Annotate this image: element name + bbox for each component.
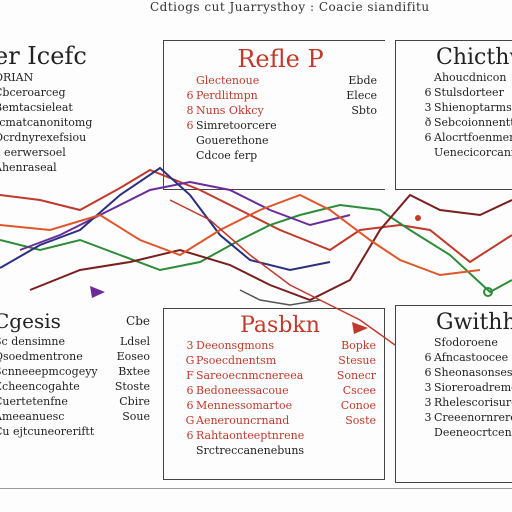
decor-line-gray bbox=[239, 289, 321, 306]
list-item: rcmatcanonitomg bbox=[0, 116, 93, 129]
list-item: Cbceroarceg bbox=[0, 86, 66, 99]
panel-title: Refle P bbox=[237, 45, 324, 73]
list-item: Gouerethone bbox=[196, 134, 269, 147]
panel-title: Pasbkn bbox=[240, 313, 320, 338]
list-item: Sfodoroene bbox=[434, 336, 498, 349]
panel-header: Cgesis Cbe bbox=[0, 308, 150, 334]
list-item: Uenecicorcanmo bbox=[434, 146, 512, 159]
list-item: Bemtacsieleat bbox=[0, 101, 73, 114]
list-item: Srctreccanenebuns bbox=[196, 444, 305, 457]
panel-header-side: Cbe bbox=[126, 314, 150, 328]
list-item: Deeneocrtcenes bbox=[434, 426, 512, 439]
list-item: Cdcoe ferp bbox=[196, 149, 258, 162]
marker-dot-green bbox=[483, 287, 493, 297]
panel-title: Gwithhu bbox=[436, 310, 512, 335]
list-item: Ahoucdnicon bbox=[434, 71, 507, 84]
top-caption: Cdtiogs cut Juarrysthoy : Coacie siandif… bbox=[150, 0, 430, 14]
decor-line-purple bbox=[19, 180, 351, 251]
list-item: Ocrdnyrexefsiou bbox=[0, 131, 87, 144]
decor-line-maroon bbox=[29, 193, 512, 302]
list-item: 6Alocrtfoenmenis bbox=[424, 131, 512, 144]
list-item: ORIAN bbox=[0, 71, 34, 84]
list-item: Cu ejtcuneoreriftt bbox=[0, 425, 95, 438]
arrow-head-purple bbox=[90, 286, 105, 298]
list-item: 3Sioreroadremeni bbox=[424, 381, 512, 394]
list-item: Ahenraseal bbox=[0, 161, 57, 174]
panel-title: er Icefc bbox=[0, 42, 87, 70]
panel-title: Cgesis bbox=[0, 309, 61, 333]
panel-title: Chicthw bbox=[436, 45, 512, 70]
marker-dot-red bbox=[415, 215, 421, 221]
list-item: a eerwersoel bbox=[0, 146, 66, 159]
panel-top-left: er Icefc ORIAN Cbceroarceg Bemtacsieleat… bbox=[0, 42, 144, 192]
decor-line-green bbox=[0, 203, 512, 294]
footer-divider bbox=[0, 488, 512, 489]
decor-line-orange bbox=[0, 193, 481, 277]
